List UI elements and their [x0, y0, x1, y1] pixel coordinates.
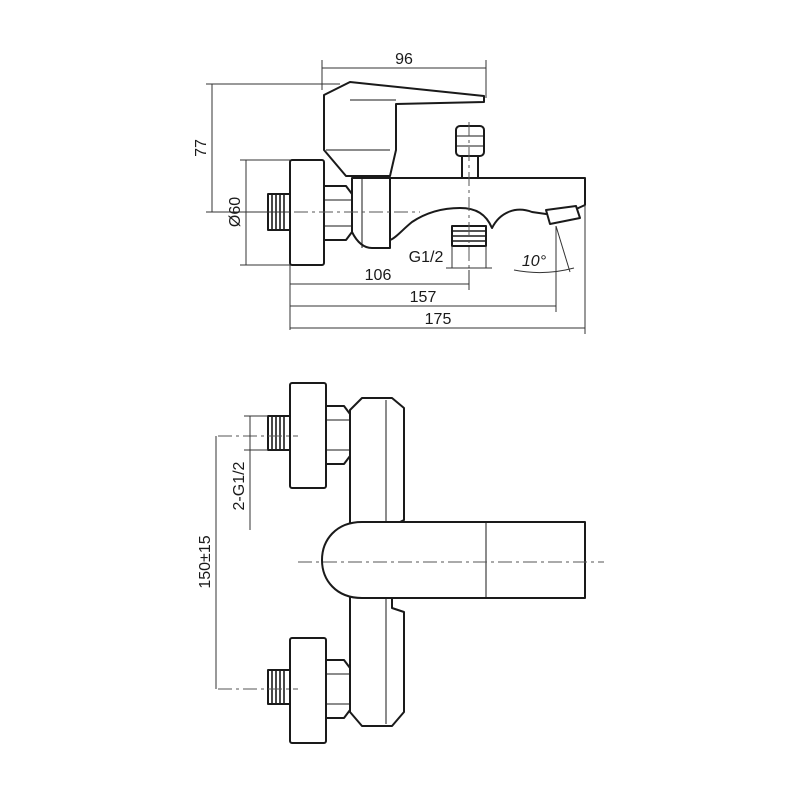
dim-inlet-threads-front: 2-G1/2 — [231, 461, 248, 510]
dim-inlet-spacing: 150±15 — [197, 535, 214, 588]
dim-height-handle: 77 — [193, 139, 210, 157]
side-hex-nut — [323, 185, 353, 241]
side-spout — [389, 177, 586, 241]
plan-dimensions: 2-G1/2 150±15 — [197, 415, 268, 689]
side-handle — [323, 81, 485, 177]
dim-diameter-flange: Ø60 — [227, 197, 244, 227]
plan-upper-inlet — [267, 382, 351, 489]
side-view — [244, 81, 586, 270]
plan-lower-inlet — [267, 637, 351, 744]
side-dimensions: 96 77 Ø60 G1/2 10° 106 157 175 — [193, 51, 586, 334]
dim-length-total: 175 — [425, 311, 452, 328]
plan-view — [218, 382, 604, 744]
side-aerator — [545, 205, 581, 225]
side-diverter-knob — [455, 125, 485, 179]
side-body — [351, 177, 391, 249]
plan-spout — [321, 521, 586, 599]
dim-length-spout: 157 — [410, 289, 437, 306]
dim-inlet-thread: G1/2 — [409, 249, 444, 266]
dim-width-top: 96 — [395, 51, 413, 68]
dim-length-outlet: 106 — [365, 267, 392, 284]
dim-spout-angle: 10° — [522, 253, 547, 270]
